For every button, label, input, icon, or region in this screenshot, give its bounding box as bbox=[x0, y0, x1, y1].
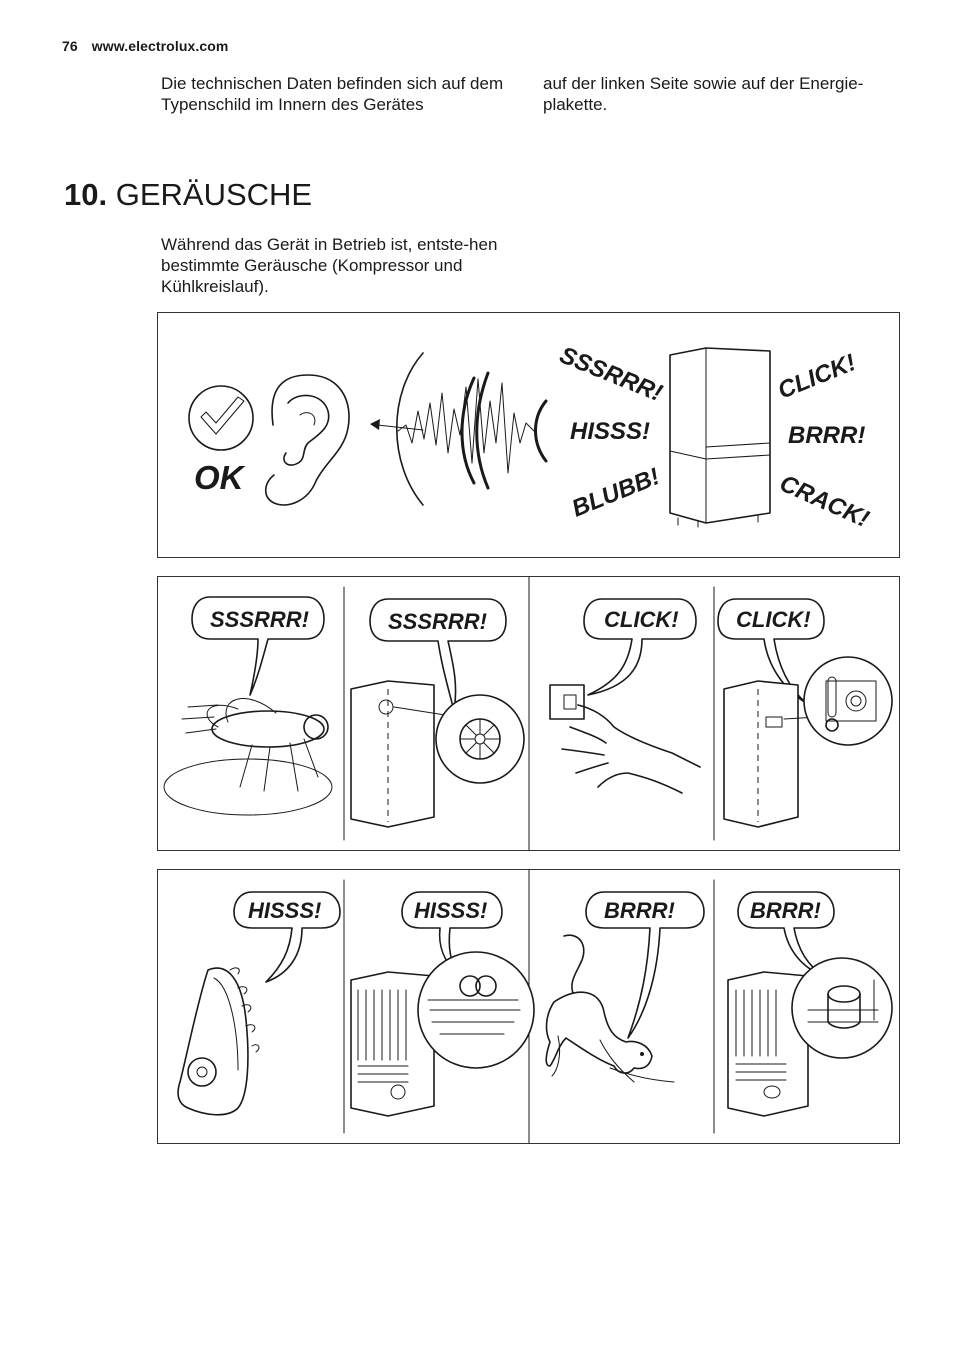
speech-bubble-hisss-1: HISSS! bbox=[233, 891, 341, 983]
bubble-text: SSSRRR! bbox=[388, 609, 487, 634]
ear-icon bbox=[264, 374, 350, 506]
light-switch-icon bbox=[549, 684, 585, 720]
bubble-text: HISSS! bbox=[248, 898, 321, 923]
bubble-text: BRRR! bbox=[750, 898, 821, 923]
page-header: 76 www.electrolux.com bbox=[62, 38, 228, 54]
sound-word-sssrrr: SSSRRR! bbox=[556, 342, 666, 407]
sound-word-brrr: BRRR! bbox=[788, 422, 865, 449]
speech-bubble-sssrrr-1: SSSRRR! bbox=[191, 596, 325, 696]
iron-and-cat-illustration: HISSS! HISSS! BRRR! bbox=[177, 870, 893, 1143]
bubble-text: SSSRRR! bbox=[210, 607, 309, 632]
top-illustration-panel: OK SSSRRR! HISSS! BLUBB! bbox=[157, 312, 900, 558]
check-icon bbox=[188, 385, 254, 451]
bubble-text: CLICK! bbox=[604, 607, 679, 632]
bottom-illustration-panel: HISSS! HISSS! BRRR! bbox=[157, 869, 900, 1144]
sound-word-hisss: HISSS! bbox=[570, 418, 650, 445]
fridge-back-compressor-icon bbox=[727, 957, 893, 1117]
fan-and-thermostat-illustration: SSSRRR! SSSRRR! CLICK! bbox=[163, 577, 893, 850]
section-title: 10. GERÄUSCHE bbox=[64, 176, 312, 214]
intro-column-2: auf der linken Seite sowie auf der Energ… bbox=[543, 74, 864, 114]
middle-illustration-panel: SSSRRR! SSSRRR! CLICK! bbox=[157, 576, 900, 851]
fridge-back-condenser-icon bbox=[350, 951, 535, 1117]
section-body: Während das Gerät in Betrieb ist, entste… bbox=[161, 235, 498, 296]
noise-overview-illustration: OK SSSRRR! HISSS! BLUBB! bbox=[188, 342, 873, 533]
bubble-text: CLICK! bbox=[736, 607, 811, 632]
sound-word-blubb: BLUBB! bbox=[568, 463, 663, 522]
bubble-text: BRRR! bbox=[604, 898, 675, 923]
site-url: www.electrolux.com bbox=[91, 38, 229, 54]
fly-icon bbox=[163, 698, 333, 816]
speech-bubble-brrr-1: BRRR! bbox=[585, 891, 705, 1039]
fridge-with-fan-icon bbox=[350, 680, 525, 828]
sound-wave-icon bbox=[395, 352, 548, 506]
ok-label: OK bbox=[194, 459, 246, 496]
arrow-head bbox=[370, 419, 380, 430]
intro-column-1: Die technischen Daten befinden sich auf … bbox=[161, 74, 504, 114]
page-number: 76 bbox=[62, 38, 78, 54]
sound-word-crack: CRACK! bbox=[776, 470, 873, 533]
section-number: 10. bbox=[64, 177, 108, 212]
section-title-text: GERÄUSCHE bbox=[115, 177, 313, 212]
sound-word-click: CLICK! bbox=[774, 349, 860, 405]
speech-bubble-click-2: CLICK! bbox=[717, 598, 825, 704]
speech-bubble-sssrrr-2: SSSRRR! bbox=[369, 598, 507, 712]
bubble-text: HISSS! bbox=[414, 898, 487, 923]
fridge-icon bbox=[669, 347, 771, 528]
hand-icon bbox=[561, 704, 701, 794]
fridge-with-thermostat-icon bbox=[723, 656, 893, 828]
cat-icon bbox=[545, 934, 675, 1083]
iron-icon bbox=[177, 967, 260, 1116]
speech-bubble-click-1: CLICK! bbox=[583, 598, 697, 696]
